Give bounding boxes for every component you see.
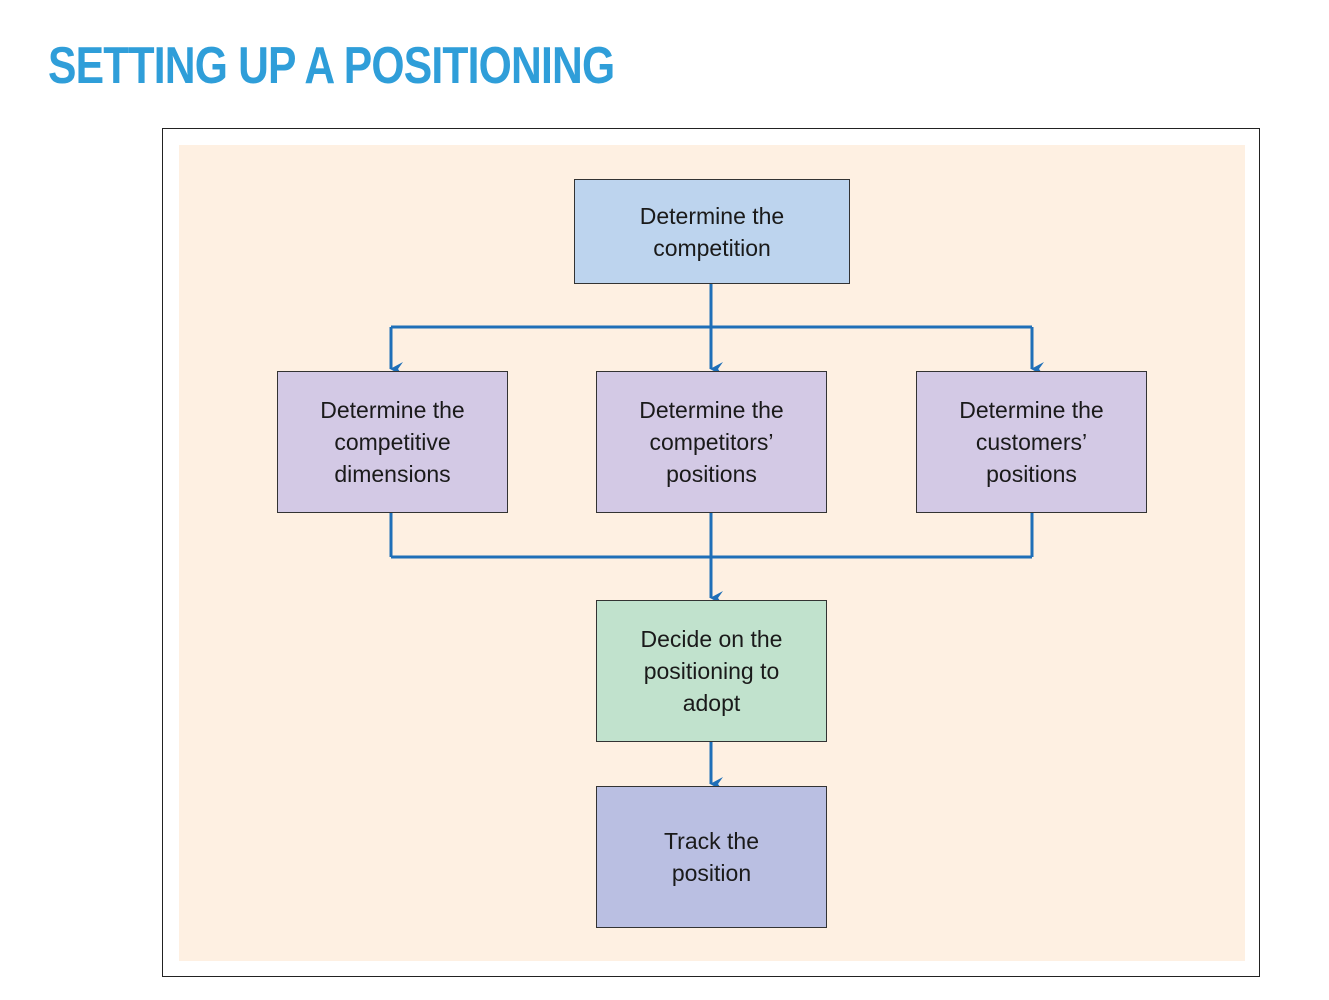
step-determine-customers-positions: Determine the customers’ positions [916,371,1147,513]
step-determine-competitive-dimensions: Determine the competitive dimensions [277,371,508,513]
slide-title: SETTING UP A POSITIONING [48,37,615,95]
step-decide-positioning: Decide on the positioning to adopt [596,600,827,742]
step-track-position: Track the position [596,786,827,928]
step-determine-competition: Determine the competition [574,179,850,284]
step-determine-competitors-positions: Determine the competitors’ positions [596,371,827,513]
